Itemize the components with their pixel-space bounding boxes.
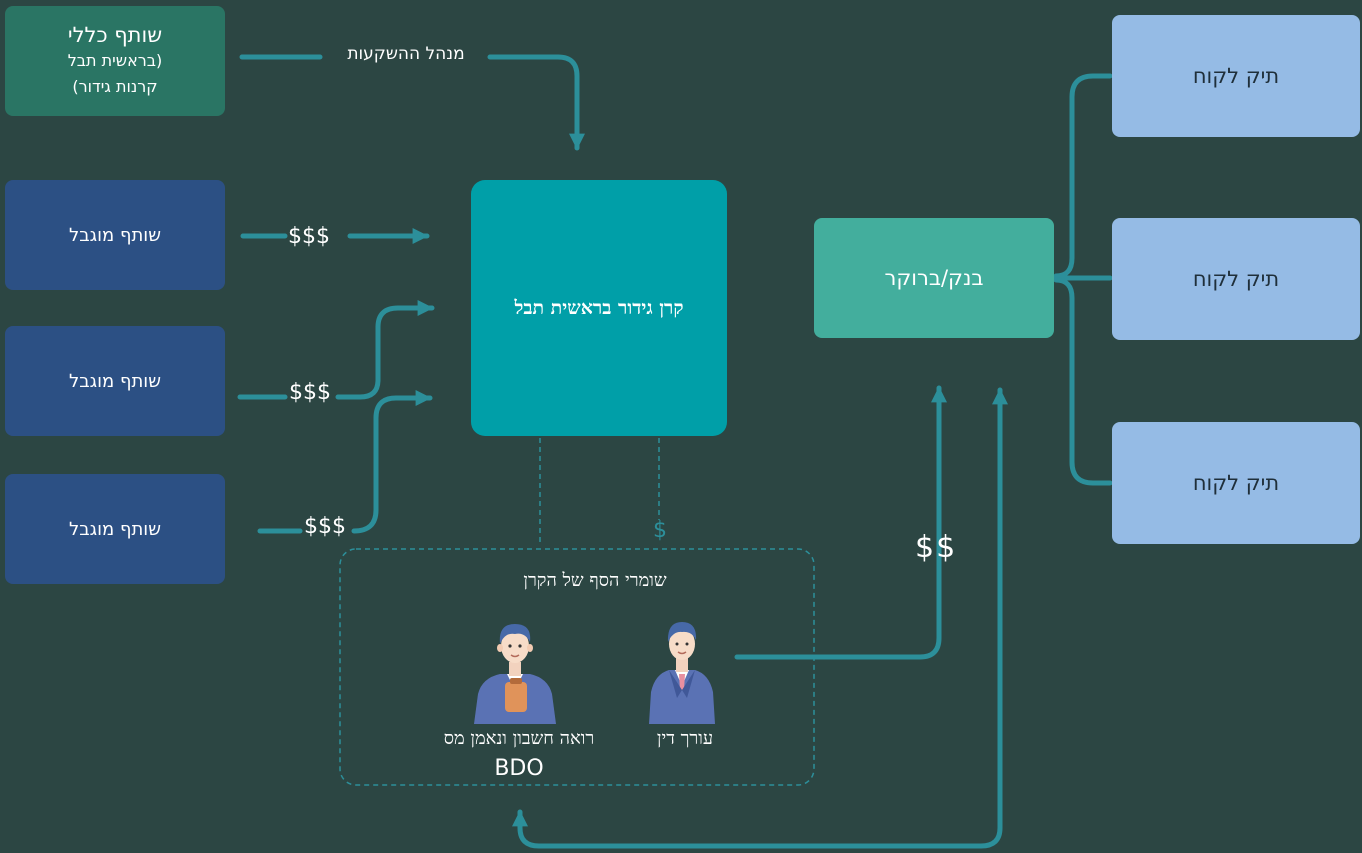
accountant-person-icon [474,624,556,724]
accountant-org-label: BDO [494,756,544,781]
money-label: $$$ [304,514,346,539]
limited-partner-label: שותף מוגבל [69,224,161,246]
custody-title: שומרי הסף של הקרן [523,570,667,591]
custody-frame [339,548,815,786]
client-portfolio-box: תיק לקוח [1112,15,1360,137]
client-portfolio-box: תיק לקוח [1112,218,1360,340]
lawyer-person-icon [649,622,715,724]
hedge-fund-label: קרן גידור בראשית תבל [514,297,684,319]
accountant-label: רואה חשבון ונאמן מס [443,728,595,749]
client-portfolio-label: תיק לקוח [1192,64,1280,88]
client-portfolio-label: תיק לקוח [1192,267,1280,291]
bank-bdo-edge [511,387,1009,849]
client-portfolio-box: תיק לקוח [1112,422,1360,544]
client-portfolio-label: תיק לקוח [1192,471,1280,495]
general-partner-title: שותף כללי [67,23,163,47]
money-label: $$$ [288,224,330,249]
lp3-edge-arrow [351,389,433,534]
limited-partner-box: שותף מוגבל [5,326,225,436]
lawyer-bank-edge [734,385,948,660]
limited-partner-box: שותף מוגבל [5,180,225,290]
lp2-edge-arrow [335,299,435,400]
investment-manager-label: מנהל ההשקעות [347,44,465,64]
general-partner-subtitle-1: (בראשית תבל [67,51,163,70]
custody-dollar-mark: $ [653,518,667,543]
bank-client-tree [1053,73,1113,279]
money-label: $$$ [289,380,331,405]
limited-partner-box: שותף מוגבל [5,474,225,584]
general-partner-box: שותף כללי (בראשית תבל קרנות גידור) [5,6,225,116]
limited-partner-label: שותף מוגבל [69,370,161,392]
bank-broker-label: בנק/ברוקר [884,266,984,290]
bank-broker-box: בנק/ברוקר [814,218,1054,338]
lawyer-label: עורך דין [656,728,714,749]
limited-partner-label: שותף מוגבל [69,518,161,540]
hedge-fund-box: קרן גידור בראשית תבל [471,180,727,436]
general-partner-subtitle-2: קרנות גידור) [72,77,158,96]
bank-money-label: $$ [915,530,958,565]
manager-edge-arrow [487,54,586,151]
